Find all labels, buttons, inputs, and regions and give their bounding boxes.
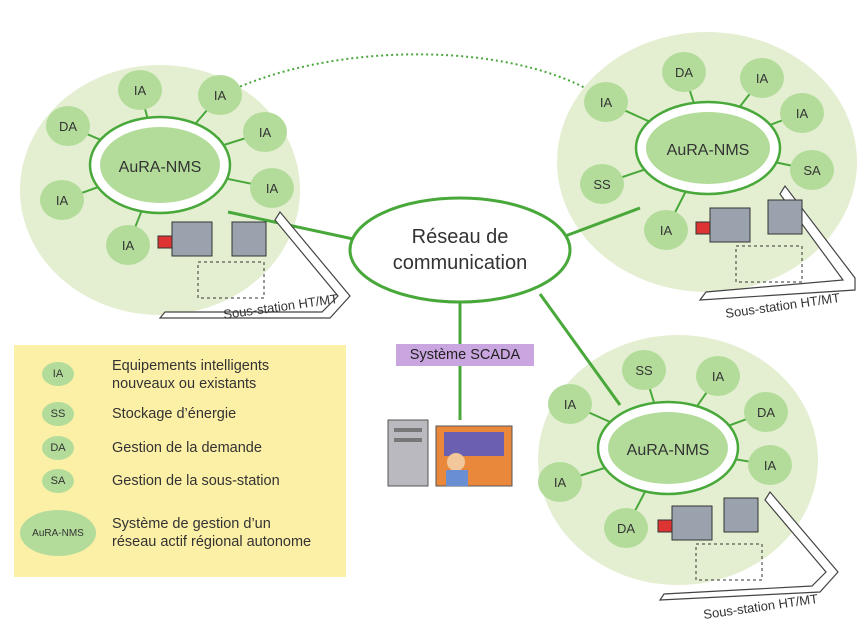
legend: IA Equipements intelligents nouveaux ou … <box>14 345 346 577</box>
cluster-2-node: IA <box>660 223 673 238</box>
cluster-1-node: DA <box>59 119 77 134</box>
legend-da-icon: DA <box>42 436 74 460</box>
cluster-1: AuRA-NMS IA IA DA IA IA IA IA <box>40 70 294 265</box>
scada-workstation-icon <box>387 419 513 487</box>
cluster-2-node: DA <box>675 65 693 80</box>
cluster-2: AuRA-NMS DA IA IA IA SA IA SS <box>580 52 834 250</box>
cluster-1-node: IA <box>134 83 147 98</box>
cluster-3-core: AuRA-NMS <box>627 442 710 459</box>
legend-aura-text-1: Système de gestion d’un <box>112 516 271 532</box>
legend-ia-text-2: nouveaux ou existants <box>112 376 257 392</box>
legend-da-text: Gestion de la demande <box>112 440 262 456</box>
cluster-3-node: DA <box>617 521 635 536</box>
cluster-3-node: IA <box>712 369 725 384</box>
cluster-2-node: IA <box>796 106 809 121</box>
legend-ia-icon: IA <box>42 362 74 386</box>
legend-aura-icon: AuRA-NMS <box>20 510 96 556</box>
center-label-2: communication <box>393 252 528 274</box>
center-label-1: Réseau de <box>412 226 509 248</box>
scada-label: Système SCADA <box>396 344 534 366</box>
cluster-1-node: IA <box>214 88 227 103</box>
link-cluster-1 <box>227 210 359 242</box>
link-cluster-3 <box>538 293 622 406</box>
cluster-2-node: IA <box>756 71 769 86</box>
cluster-1-node: IA <box>259 125 272 140</box>
cluster-1-node: IA <box>122 238 135 253</box>
cluster-2-node: IA <box>600 95 613 110</box>
legend-sa-icon: SA <box>42 469 74 493</box>
cluster-2-core: AuRA-NMS <box>667 142 750 159</box>
dotted-link <box>221 53 606 101</box>
legend-ss-icon: SS <box>42 402 74 426</box>
cluster-3-node: DA <box>757 405 775 420</box>
cluster-2-node: SA <box>803 163 821 178</box>
cluster-1-node: IA <box>56 193 69 208</box>
link-cluster-2 <box>559 206 641 240</box>
legend-aura-text-2: réseau actif régional autonome <box>112 534 312 550</box>
cluster-2-node: SS <box>593 177 611 192</box>
legend-ss-text: Stockage d’énergie <box>112 406 237 422</box>
legend-sa-text: Gestion de la sous-station <box>112 473 280 489</box>
cluster-3-node: IA <box>554 475 567 490</box>
cluster-3-node: IA <box>764 458 777 473</box>
cluster-1-core: AuRA-NMS <box>119 159 202 176</box>
substation-icon-3 <box>657 490 839 601</box>
communication-network <box>348 196 572 304</box>
cluster-1-node: IA <box>266 181 279 196</box>
substation-icon-2 <box>695 184 856 301</box>
cluster-3: AuRA-NMS SS IA IA DA IA IA DA <box>538 350 792 548</box>
cluster-3-node: IA <box>564 397 577 412</box>
legend-ia-text-1: Equipements intelligents <box>112 358 270 374</box>
substation-icon-1 <box>157 210 351 319</box>
cluster-3-node: SS <box>635 363 653 378</box>
